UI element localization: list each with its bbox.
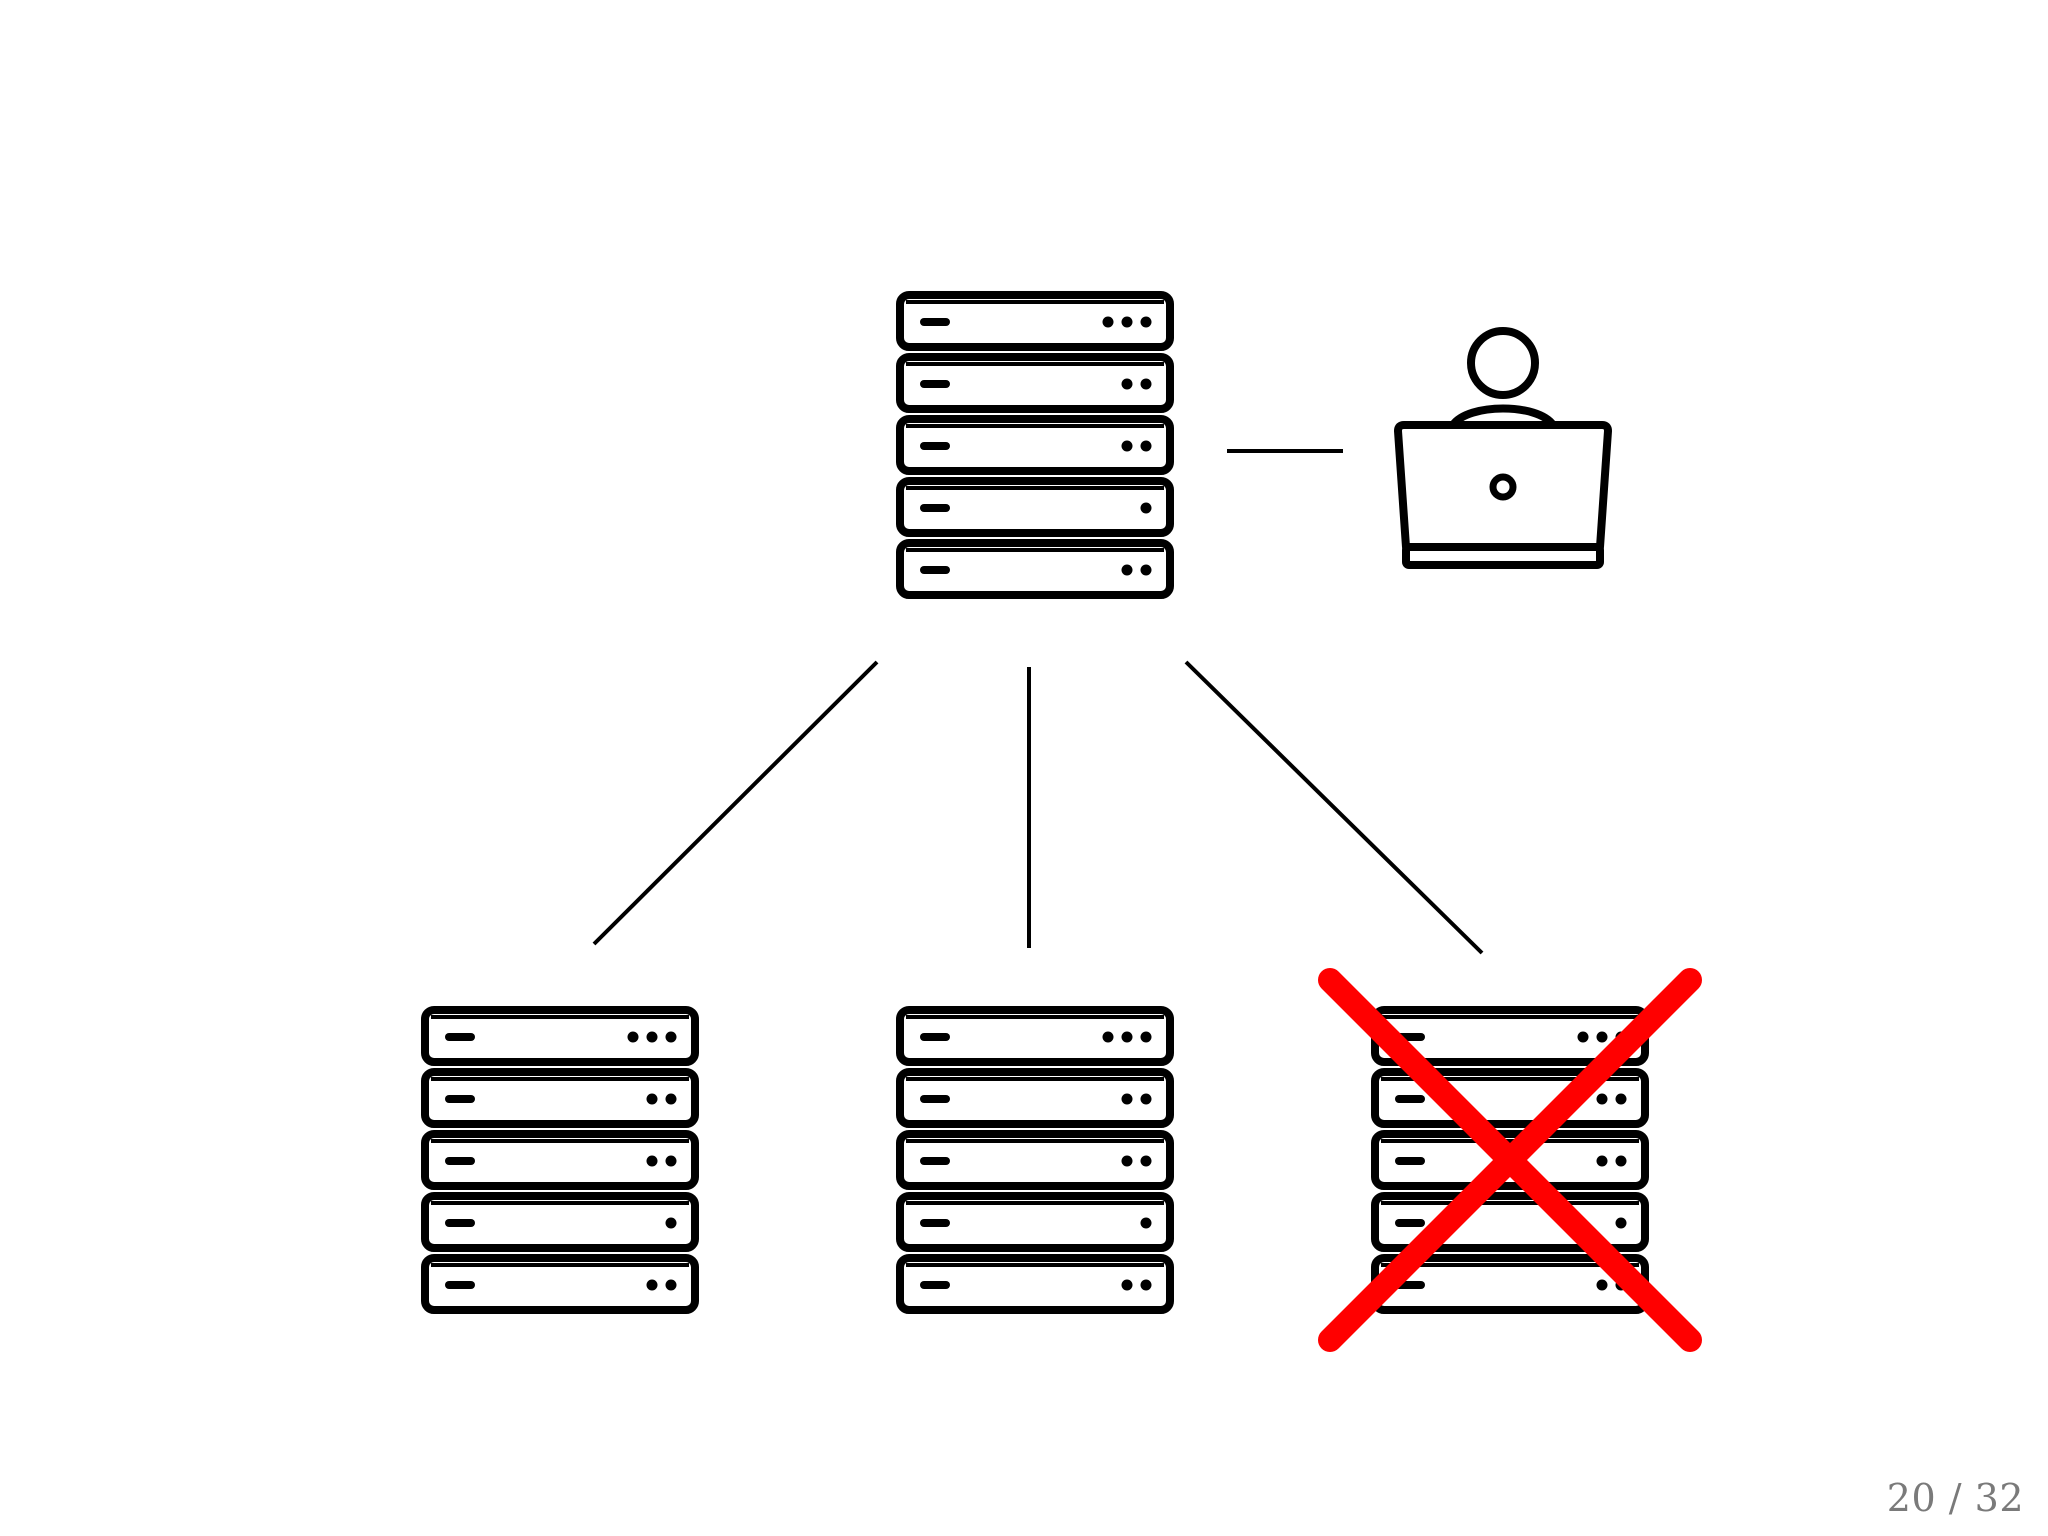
red-x-icon (1318, 968, 1702, 1352)
status-led-icon (1596, 1155, 1608, 1167)
server-unit (1371, 1254, 1649, 1314)
status-led-icon (1140, 1093, 1152, 1105)
server-rack-replica-2 (896, 1006, 1174, 1314)
server-unit (896, 1068, 1174, 1128)
diagram-nodes (421, 291, 1649, 1314)
server-unit-bezel (896, 353, 1174, 413)
status-led-icon (1121, 1031, 1133, 1043)
status-led-icon (646, 1093, 658, 1105)
edge-primary-to-replica-3 (1184, 660, 1484, 955)
server-unit (896, 539, 1174, 599)
server-unit-bezel (896, 1254, 1174, 1314)
server-unit-bezel (421, 1068, 699, 1128)
server-unit (896, 291, 1174, 351)
server-unit-bezel (896, 415, 1174, 475)
status-led-icon (1121, 564, 1133, 576)
laptop-logo-icon (1489, 473, 1517, 501)
page-current: 20 (1886, 1476, 1937, 1520)
page-number: 20 / 32 (1887, 1476, 2024, 1520)
status-led-icon (1121, 378, 1133, 390)
red-x-stroke (1318, 968, 1702, 1352)
status-led-icon (646, 1031, 658, 1043)
server-unit (896, 415, 1174, 475)
status-led-icon (665, 1031, 677, 1043)
server-rack-icon (896, 291, 1174, 599)
status-led-icon (1140, 1155, 1152, 1167)
server-rack-primary (896, 291, 1174, 599)
status-led-icon (665, 1155, 677, 1167)
server-unit-bezel (896, 539, 1174, 599)
status-led-icon (1121, 1279, 1133, 1291)
status-led-icon (1140, 564, 1152, 576)
status-led-icon (1596, 1279, 1608, 1291)
status-led-icon (1140, 1279, 1152, 1291)
edge-primary-to-replica-1 (592, 660, 879, 946)
server-unit-bezel (896, 291, 1174, 351)
status-led-icon (1596, 1031, 1608, 1043)
laptop-base-icon (1402, 543, 1604, 569)
server-unit-bezel (896, 1006, 1174, 1066)
status-led-icon (1615, 1093, 1627, 1105)
status-led-icon (1140, 440, 1152, 452)
status-led-icon (665, 1093, 677, 1105)
server-unit-bezel (421, 1254, 699, 1314)
server-unit-bezel (421, 1006, 699, 1066)
server-unit (421, 1254, 699, 1314)
server-unit (421, 1006, 699, 1066)
server-rack-replica-1 (421, 1006, 699, 1314)
status-led-icon (1140, 316, 1152, 328)
status-led-icon (1140, 1031, 1152, 1043)
status-led-icon (646, 1279, 658, 1291)
server-unit-bezel (896, 1068, 1174, 1128)
server-unit (421, 1192, 699, 1252)
status-led-icon (1121, 440, 1133, 452)
status-led-icon (1102, 1031, 1114, 1043)
status-led-icon (1121, 1155, 1133, 1167)
page-total: 32 (1974, 1476, 2024, 1520)
server-unit-bezel (421, 1192, 699, 1252)
status-led-icon (1121, 316, 1133, 328)
server-unit-bezel (421, 1130, 699, 1190)
server-unit (896, 1130, 1174, 1190)
server-rack-icon (421, 1006, 699, 1314)
server-unit (896, 477, 1174, 537)
status-led-icon (1615, 1155, 1627, 1167)
person-head-icon (1467, 327, 1539, 399)
status-led-icon (1140, 502, 1152, 514)
status-led-icon (646, 1155, 658, 1167)
status-led-icon (1615, 1217, 1627, 1229)
client-client (1394, 327, 1612, 569)
server-unit (896, 353, 1174, 413)
server-unit-bezel (896, 1192, 1174, 1252)
server-unit (896, 1192, 1174, 1252)
person-shoulders-icon (1449, 404, 1557, 428)
server-unit (421, 1068, 699, 1128)
server-unit-bezel (896, 1130, 1174, 1190)
status-led-icon (1102, 316, 1114, 328)
failure-overlays (1318, 968, 1702, 1352)
server-unit (421, 1130, 699, 1190)
page-separator: / (1948, 1476, 1963, 1520)
server-unit-bezel (896, 477, 1174, 537)
status-led-icon (1121, 1093, 1133, 1105)
status-led-icon (627, 1031, 639, 1043)
server-unit (896, 1254, 1174, 1314)
status-led-icon (1577, 1031, 1589, 1043)
status-led-icon (1596, 1093, 1608, 1105)
status-led-icon (665, 1279, 677, 1291)
server-rack-icon (896, 1006, 1174, 1314)
status-led-icon (1140, 1217, 1152, 1229)
server-unit (896, 1006, 1174, 1066)
user-laptop-icon (1394, 327, 1612, 569)
connection-lines (592, 449, 1484, 955)
status-led-icon (1140, 378, 1152, 390)
status-led-icon (665, 1217, 677, 1229)
